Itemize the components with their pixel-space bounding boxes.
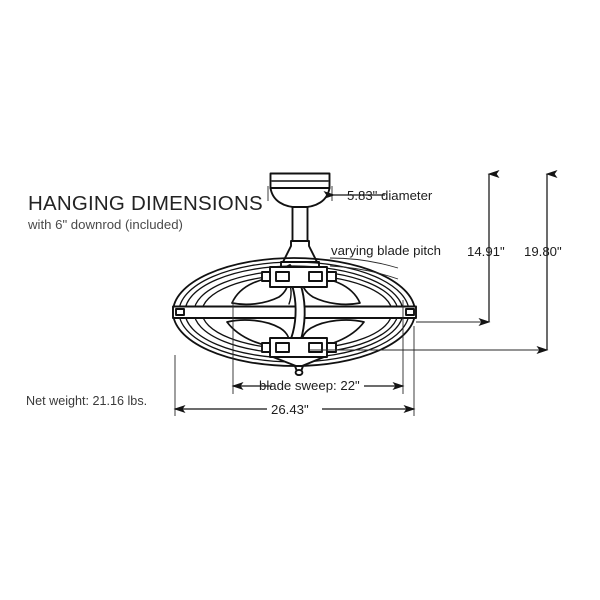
overall-height-dimension: 19.80" (310, 170, 562, 354)
cage-crossbar (172, 305, 417, 319)
fan-assembly (172, 172, 417, 377)
blade-sweep-label: blade sweep: 22" (259, 378, 360, 393)
top-bracket (261, 266, 337, 288)
blade-pitch-label: varying blade pitch (331, 243, 441, 258)
height-to-blades-label: 14.91" (467, 244, 505, 259)
finial (294, 365, 304, 377)
downrod (291, 206, 309, 242)
height-to-blades-dimension: 14.91" (416, 170, 505, 326)
page-title: HANGING DIMENSIONS (28, 192, 263, 215)
overall-width-label: 26.43" (271, 402, 309, 417)
blade-pitch-callout: varying blade pitch (329, 243, 441, 280)
overall-height-label: 19.80" (524, 244, 562, 259)
page-subtitle: with 6" downrod (included) (27, 217, 183, 232)
ceiling-canopy (269, 172, 331, 209)
canopy-diameter-dimension: 5.83" diameter (267, 186, 433, 203)
net-weight-label: Net weight: 21.16 lbs. (26, 394, 147, 408)
overall-width-dimension: 26.43" (173, 326, 416, 417)
blade-sweep-dimension: blade sweep: 22" (231, 300, 405, 394)
canopy-diameter-label: 5.83" diameter (347, 188, 433, 203)
